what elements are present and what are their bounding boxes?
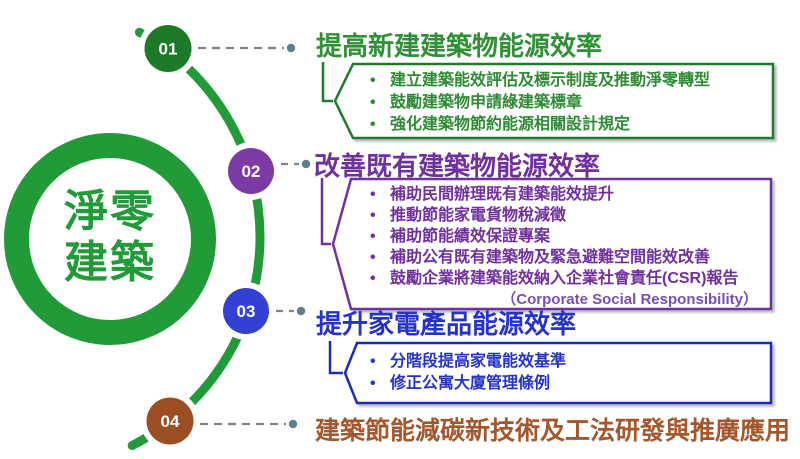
step-2-badge bbox=[228, 148, 274, 194]
section-3-title: 提升家電產品能源效率 bbox=[316, 309, 577, 339]
connector-1-dot bbox=[286, 43, 296, 53]
connector-3-dot bbox=[296, 306, 306, 316]
section-1-bullet-list: 建立建築能效評估及標示制度及推動淨零轉型 鼓勵建築物申請綠建築標章 強化建築物節… bbox=[366, 70, 710, 136]
bullet-item: 建立建築能效評估及標示制度及推動淨零轉型 bbox=[366, 70, 710, 92]
bullet-item: 補助民間辦理既有建築能效提升 bbox=[366, 184, 738, 205]
bullet-item: 分階段提高家電能效基準 bbox=[366, 351, 566, 373]
step-3-number: 03 bbox=[237, 302, 256, 321]
connector-2-dot bbox=[301, 159, 311, 169]
section-2-bullet-list: 補助民間辦理既有建築能效提升 推動節能家電貨物稅減徵 補助節能績效保證專案 補助… bbox=[366, 184, 738, 289]
section-2-csr-subnote: （Corporate Social Responsibility） bbox=[501, 291, 758, 308]
section-4-title: 建築節能減碳新技術及工法研發與推廣應用 bbox=[315, 417, 791, 445]
steps-arc bbox=[127, 27, 265, 450]
bracket-section-2 bbox=[320, 178, 331, 246]
bracket-section-3 bbox=[328, 341, 343, 375]
bullet-item: 強化建築物節約能源相關設計規定 bbox=[366, 114, 710, 136]
section-2-title: 改善既有建築物能源效率 bbox=[314, 151, 601, 181]
step-1-badge bbox=[144, 25, 192, 72]
step-4-badge bbox=[146, 397, 194, 445]
bullet-item: 推動節能家電貨物稅減徵 bbox=[366, 205, 738, 226]
bullet-item: 補助節能績效保證專案 bbox=[366, 226, 738, 247]
step-3-badge bbox=[223, 288, 269, 334]
bracket-section-1 bbox=[321, 62, 333, 103]
center-title-line2: 建築 bbox=[64, 238, 156, 287]
center-title: 淨零 建築 bbox=[30, 186, 190, 288]
bullet-item: 鼓勵建築物申請綠建築標章 bbox=[366, 92, 710, 114]
center-ring bbox=[4, 133, 216, 345]
step-2-number: 02 bbox=[242, 162, 261, 181]
center-title-line1: 淨零 bbox=[64, 187, 156, 236]
connector-4-dot bbox=[288, 419, 298, 429]
bullet-item: 補助公有既有建築物及緊急避難空間能效改善 bbox=[366, 247, 738, 268]
step-1-number: 01 bbox=[159, 40, 178, 59]
bullet-item: 修正公寓大廈管理條例 bbox=[366, 373, 566, 395]
bullet-item: 鼓勵企業將建築能效納入企業社會責任(CSR)報告 bbox=[366, 268, 738, 289]
step-4-number: 04 bbox=[161, 412, 180, 431]
section-3-bullet-list: 分階段提高家電能效基準 修正公寓大廈管理條例 bbox=[366, 351, 566, 395]
section-1-title: 提高新建建築物能源效率 bbox=[316, 31, 603, 61]
